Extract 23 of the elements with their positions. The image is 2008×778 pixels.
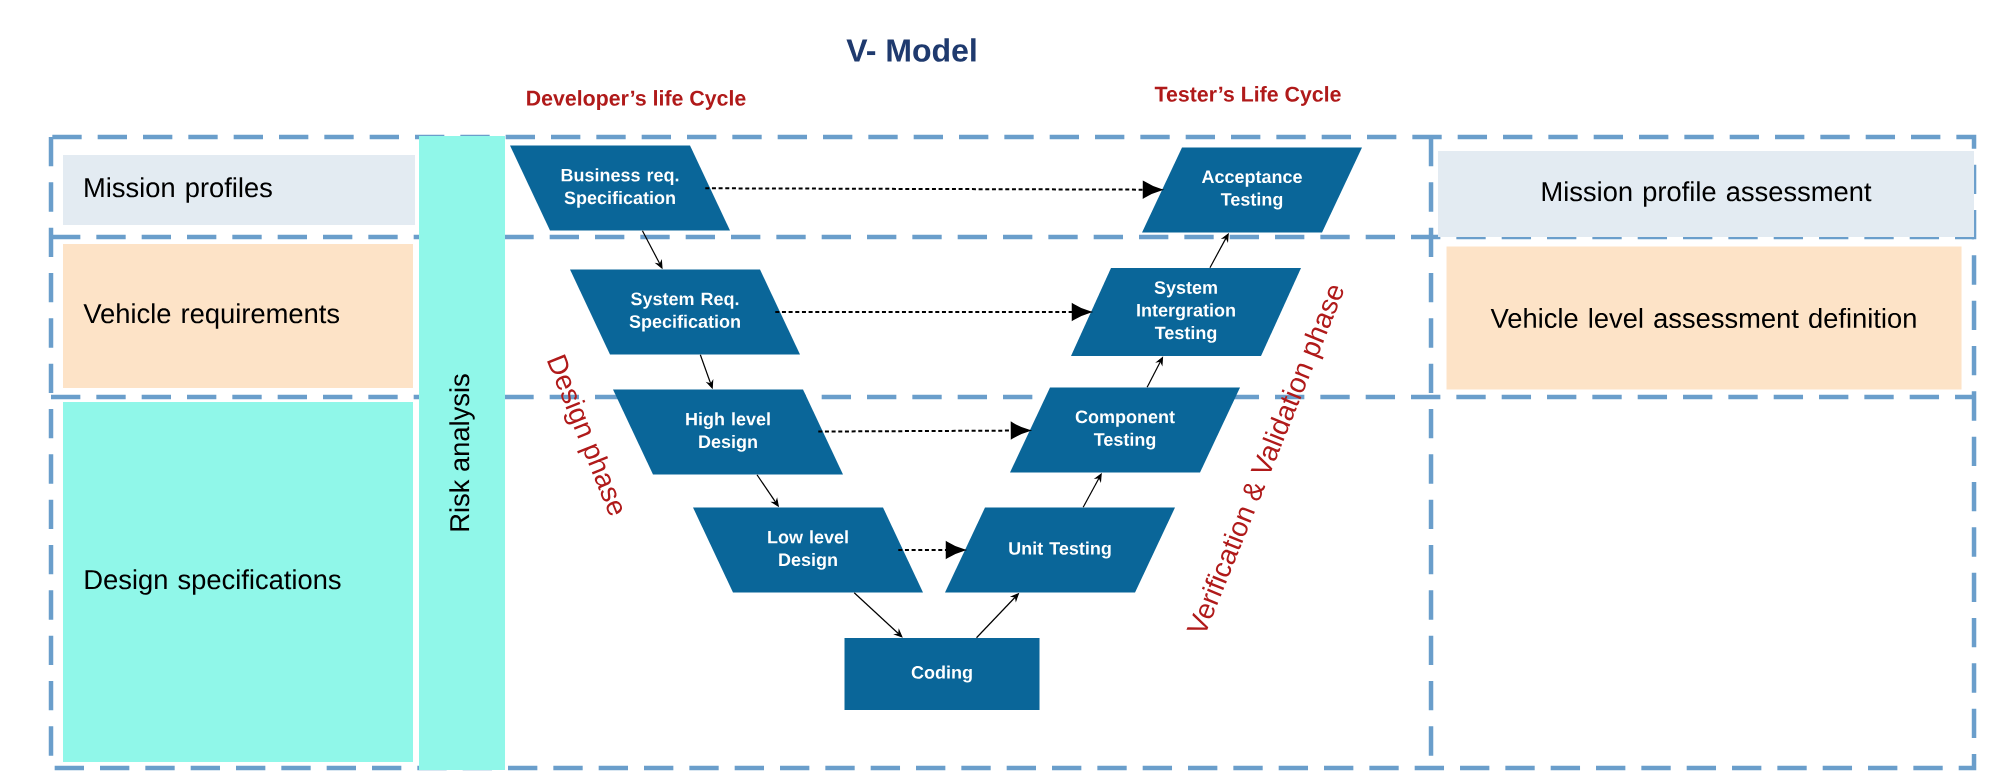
phase-parallelogram: System Req. Specification: [570, 269, 800, 355]
label-box: Vehicle level assessment definition: [1446, 246, 1962, 390]
label-box: Vehicle requirements: [63, 244, 413, 388]
phase-parallelogram: Low level Design: [693, 507, 923, 593]
phase-parallelogram: Component Testing: [1010, 387, 1240, 473]
cycle-heading: Developer’s life Cycle: [527, 90, 746, 110]
arrow: [704, 181, 1162, 199]
risk-column: Risk analysis: [419, 136, 505, 770]
phase-parallelogram: System Intergration Testing: [1071, 268, 1301, 356]
arrow: [853, 592, 903, 638]
label-box: Mission profile assessment: [1438, 151, 1975, 237]
arrow: [817, 422, 1030, 439]
arrow: [774, 303, 1091, 321]
process-box: Coding: [844, 638, 1040, 710]
arrow: [897, 541, 965, 559]
phase-parallelogram: Business req. Specification: [510, 145, 730, 231]
label-box: Mission profiles: [63, 155, 415, 225]
phase-parallelogram: Unit Testing: [945, 507, 1175, 593]
phase-parallelogram: Acceptance Testing: [1142, 147, 1362, 233]
label-box: Design specifications: [63, 402, 413, 762]
cycle-heading: Tester’s Life Cycle: [1154, 86, 1341, 106]
title: V- Model: [846, 38, 976, 62]
phase-parallelogram: High level Design: [613, 389, 843, 475]
